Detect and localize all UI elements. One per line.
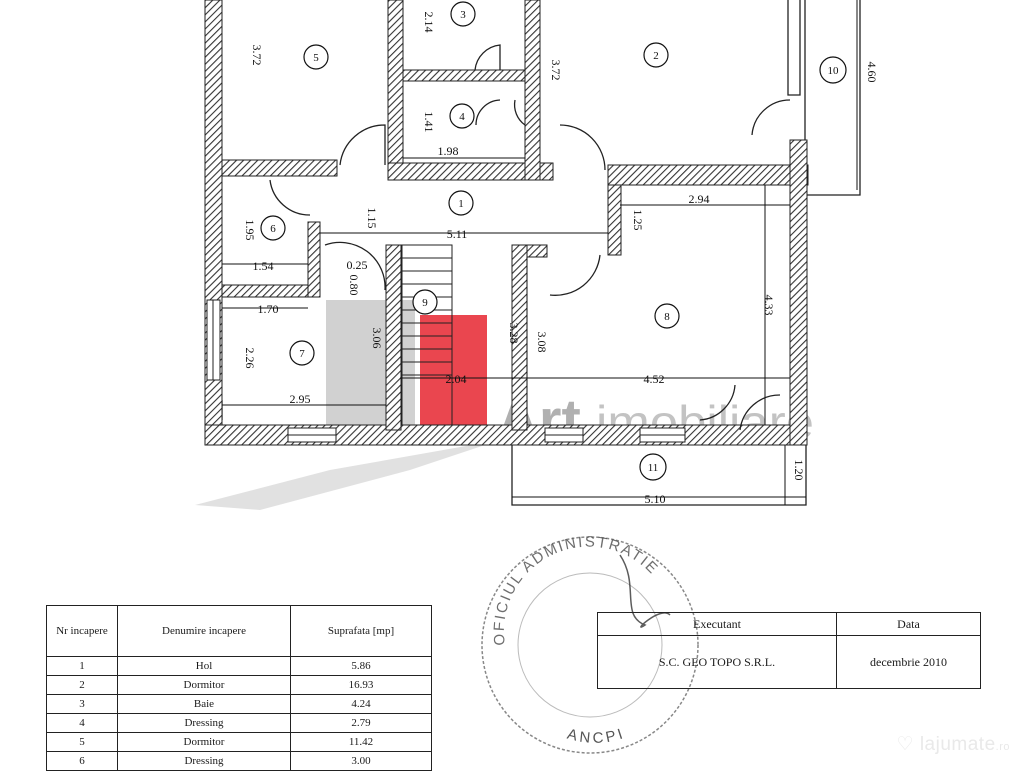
- dim-label: 3.06: [370, 328, 384, 349]
- dim-label: 3.72: [250, 45, 264, 66]
- cell-area: 5.86: [290, 656, 432, 676]
- site-logo: ♡ lajumate.ro: [897, 733, 1011, 756]
- cell-name: Baie: [117, 694, 291, 714]
- cell-name: Dormitor: [117, 675, 291, 695]
- dim-label: 1.25: [631, 210, 645, 231]
- table-header-row: Executant Data: [597, 612, 981, 636]
- site-logo-name: lajumate: [919, 734, 996, 755]
- room-label-4: 4: [449, 103, 475, 129]
- room-label-10: 10: [819, 56, 847, 84]
- dim-label: 0.80: [347, 275, 361, 296]
- col-header-nr: Nr incapere: [46, 605, 118, 657]
- room-labels: 1 2 3 4 5 6 7 8 9 10 11: [260, 1, 847, 481]
- cell-name: Dormitor: [117, 732, 291, 752]
- dim-label: 4.60: [865, 62, 879, 83]
- cell-area: 11.42: [290, 732, 432, 752]
- dim-label: 1.41: [422, 112, 436, 133]
- room-number: 1: [458, 198, 464, 210]
- dim-label: 1.98: [438, 144, 459, 158]
- dim-label: 4.33: [762, 295, 776, 316]
- room-number: 8: [664, 311, 670, 323]
- table-row: S.C. GEO TOPO S.R.L. decembrie 2010: [597, 635, 981, 689]
- cell-nr: 3: [46, 694, 118, 714]
- heart-icon: ♡: [896, 734, 915, 755]
- executor-date: decembrie 2010: [836, 635, 981, 689]
- dim-label: 1.20: [792, 460, 806, 481]
- room-label-1: 1: [448, 190, 474, 216]
- dim-label: 1.95: [243, 220, 257, 241]
- dim-label: 3.08: [535, 332, 549, 353]
- dim-label: 1.15: [365, 208, 379, 229]
- dimension-lines: [222, 0, 858, 505]
- dim-label: 1.70: [258, 302, 279, 316]
- cell-area: 16.93: [290, 675, 432, 695]
- room-label-8: 8: [654, 303, 680, 329]
- dim-label: 3.72: [549, 60, 563, 81]
- cell-area: 2.79: [290, 713, 432, 733]
- room-number: 2: [653, 50, 659, 62]
- room-label-2: 2: [643, 42, 669, 68]
- col-header-executor: Executant: [597, 612, 837, 636]
- room-number: 3: [460, 9, 466, 21]
- dim-label: 4.52: [644, 372, 665, 386]
- cell-nr: 5: [46, 732, 118, 752]
- col-header-name: Denumire incapere: [117, 605, 291, 657]
- dim-label: 2.94: [689, 192, 710, 206]
- cell-nr: 2: [46, 675, 118, 695]
- room-area-table: Nr incapere Denumire incapere Suprafata …: [46, 605, 432, 771]
- col-header-area: Suprafata [mp]: [290, 605, 432, 657]
- dim-label: 5.11: [447, 227, 468, 241]
- room-label-11: 11: [639, 453, 667, 481]
- dim-label: 5.10: [645, 492, 666, 506]
- cell-name: Dressing: [117, 713, 291, 733]
- room-number: 4: [459, 111, 465, 123]
- cell-nr: 1: [46, 656, 118, 676]
- dimension-labels: 3.72 2.14 3.72 1.41 1.98 4.60 1.15 5.11 …: [243, 12, 879, 507]
- room-label-9: 9: [412, 289, 438, 315]
- table-header-row: Nr incapere Denumire incapere Suprafata …: [46, 605, 432, 657]
- site-logo-tld: .ro: [995, 741, 1010, 753]
- executor-table: Executant Data S.C. GEO TOPO S.R.L. dece…: [597, 612, 981, 689]
- dim-label: 2.95: [290, 392, 311, 406]
- room-label-7: 7: [289, 340, 315, 366]
- stamp-bottom-text: ANCPI: [565, 725, 624, 747]
- dim-label: 2.26: [243, 348, 257, 369]
- dim-label: 2.04: [446, 372, 467, 386]
- svg-text:ANCPI: ANCPI: [565, 725, 627, 747]
- dim-label: 3.28: [507, 323, 521, 344]
- room-label-5: 5: [303, 44, 329, 70]
- room-number: 6: [270, 223, 276, 235]
- room-number: 7: [299, 348, 305, 360]
- windows: [206, 299, 686, 443]
- room-label-3: 3: [450, 1, 476, 27]
- col-header-date: Data: [836, 612, 981, 636]
- door-arcs: [269, 44, 791, 431]
- floor-plan: Art imobiliare: [195, 0, 879, 510]
- walls: [204, 0, 809, 446]
- cell-nr: 4: [46, 713, 118, 733]
- cell-name: Hol: [117, 656, 291, 676]
- dim-label: 2.14: [422, 12, 436, 33]
- cell-area: 4.24: [290, 694, 432, 714]
- room-number: 9: [422, 297, 428, 309]
- dim-label: 1.54: [253, 259, 274, 273]
- room-number: 10: [828, 65, 840, 77]
- room-number: 11: [648, 462, 659, 474]
- watermark-shadow: [195, 440, 500, 510]
- executor-company: S.C. GEO TOPO S.R.L.: [597, 635, 837, 689]
- room-label-6: 6: [260, 215, 286, 241]
- dim-label: 0.25: [347, 258, 368, 272]
- room-number: 5: [313, 52, 319, 64]
